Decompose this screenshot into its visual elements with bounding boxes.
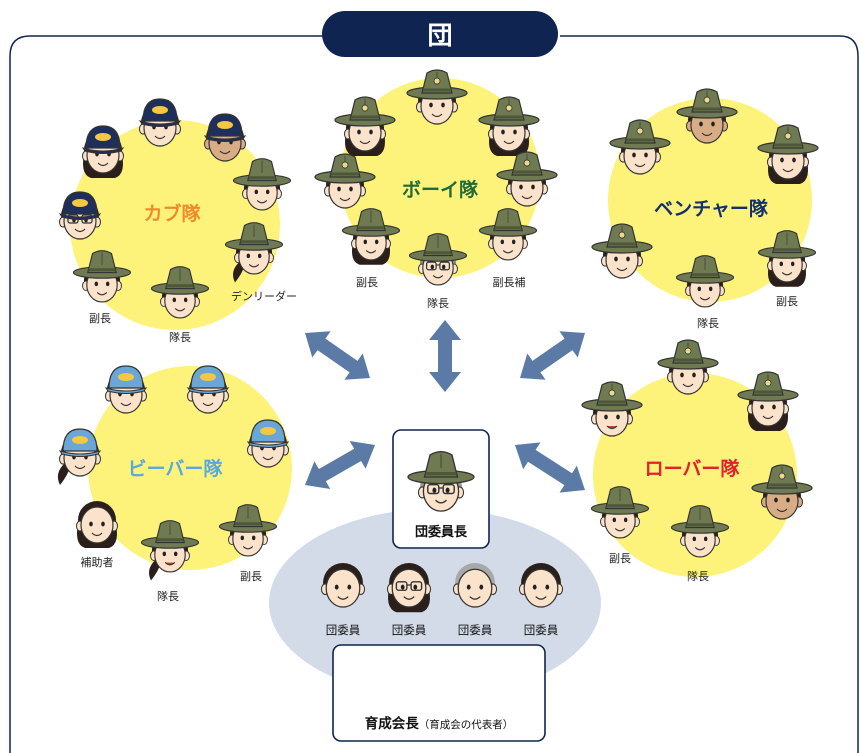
- cub-scout-icon: [58, 191, 102, 240]
- president-box: [332, 644, 546, 742]
- chair-icon: [407, 451, 475, 512]
- cub-leader-label: 隊長: [169, 330, 191, 344]
- council-member-label: 団委員: [458, 623, 493, 637]
- header-title: 団: [427, 21, 452, 50]
- rover-title: ローバー隊: [645, 457, 741, 480]
- beaver-vice-label: 副長: [240, 570, 262, 583]
- den-leader-icon: [224, 222, 284, 283]
- boy-scout-icon: [496, 151, 558, 207]
- cub-group-area: [70, 120, 280, 330]
- double-arrow-icon: [520, 331, 585, 380]
- boy-scout-icon: [478, 96, 540, 156]
- boy-vice-label: 副長: [356, 276, 378, 289]
- chair-label: 団委員長: [415, 524, 468, 540]
- beaver-title: ビーバー隊: [128, 457, 224, 480]
- beaver-scout-icon: [57, 428, 102, 485]
- rover-group-area: [593, 373, 797, 577]
- double-arrow-icon: [515, 442, 585, 493]
- cub-vice-icon: [72, 250, 132, 303]
- president-note: （育成会の代表者）: [419, 718, 514, 731]
- venture-scout-icon: [591, 223, 653, 279]
- outer-frame: [9, 35, 859, 753]
- svg-text:育成会長（育成会の代表者）: 育成会長（育成会の代表者）: [365, 715, 514, 732]
- rover-scout-icon: [751, 464, 813, 520]
- cub-title: カブ隊: [143, 202, 201, 225]
- council-member-label: 団委員: [392, 623, 427, 637]
- council-member-label: 団委員: [326, 623, 361, 637]
- boy-assistant-label: 副長補: [493, 276, 526, 289]
- header-banner: [322, 11, 558, 57]
- beaver-vice-icon: [218, 504, 278, 557]
- boy-scout-icon: [406, 69, 468, 125]
- rover-leader-icon: [670, 505, 730, 558]
- council-member-icon: [386, 562, 432, 613]
- relation-arrows: [305, 320, 585, 493]
- people-layer: [57, 69, 819, 707]
- rover-vice-icon: [590, 486, 650, 539]
- venture-title: ベンチャー隊: [654, 197, 769, 220]
- rover-scout-icon: [581, 381, 643, 437]
- council-member-icon: [320, 562, 366, 608]
- boy-title: ボーイ隊: [402, 178, 479, 201]
- council-member-label: 団委員: [524, 623, 559, 637]
- rover-scout-icon: [737, 371, 799, 431]
- cub-scout-icon: [138, 98, 182, 147]
- double-arrow-icon: [305, 441, 375, 489]
- cub-leader-icon: [232, 158, 292, 211]
- boy-leader-label: 隊長: [427, 296, 449, 310]
- council-member-icon: [518, 562, 564, 608]
- boy-leader-icon: [408, 233, 468, 286]
- rover-scout-icon: [657, 339, 719, 395]
- beaver-helper-label: 補助者: [81, 555, 114, 569]
- rover-leader-label: 隊長: [687, 569, 709, 583]
- cub-leader-icon: [150, 266, 210, 319]
- beaver-helper-icon: [76, 501, 118, 548]
- double-arrow-icon: [429, 320, 461, 392]
- venture-scout-icon: [757, 124, 819, 184]
- cub-scout-icon: [81, 125, 125, 178]
- boy-scout-icon: [334, 96, 396, 156]
- cub-scout-icon: [203, 113, 247, 162]
- boy-assistant-icon: [478, 208, 538, 261]
- cub-den-label: デンリーダー: [231, 289, 297, 303]
- cub-vice-label: 副長: [89, 312, 111, 325]
- beaver-scout-icon: [246, 419, 290, 468]
- beaver-scout-icon: [104, 365, 148, 414]
- venture-scout-icon: [676, 88, 738, 144]
- beaver-scout-icon: [186, 365, 230, 414]
- venture-vice-label: 副長: [776, 295, 798, 308]
- boy-vice-icon: [341, 208, 401, 265]
- boy-scout-icon: [314, 153, 376, 209]
- double-arrow-icon: [305, 331, 370, 380]
- council-member-icon: [452, 562, 498, 608]
- venture-leader-label: 隊長: [697, 316, 719, 330]
- venture-leader-icon: [675, 255, 735, 308]
- rover-vice-label: 副長: [609, 552, 631, 565]
- beaver-leader-icon: [140, 520, 200, 581]
- venture-scout-icon: [609, 119, 671, 175]
- president-label: 育成会長: [365, 715, 419, 732]
- beaver-leader-label: 隊長: [157, 589, 179, 603]
- venture-vice-icon: [757, 230, 817, 287]
